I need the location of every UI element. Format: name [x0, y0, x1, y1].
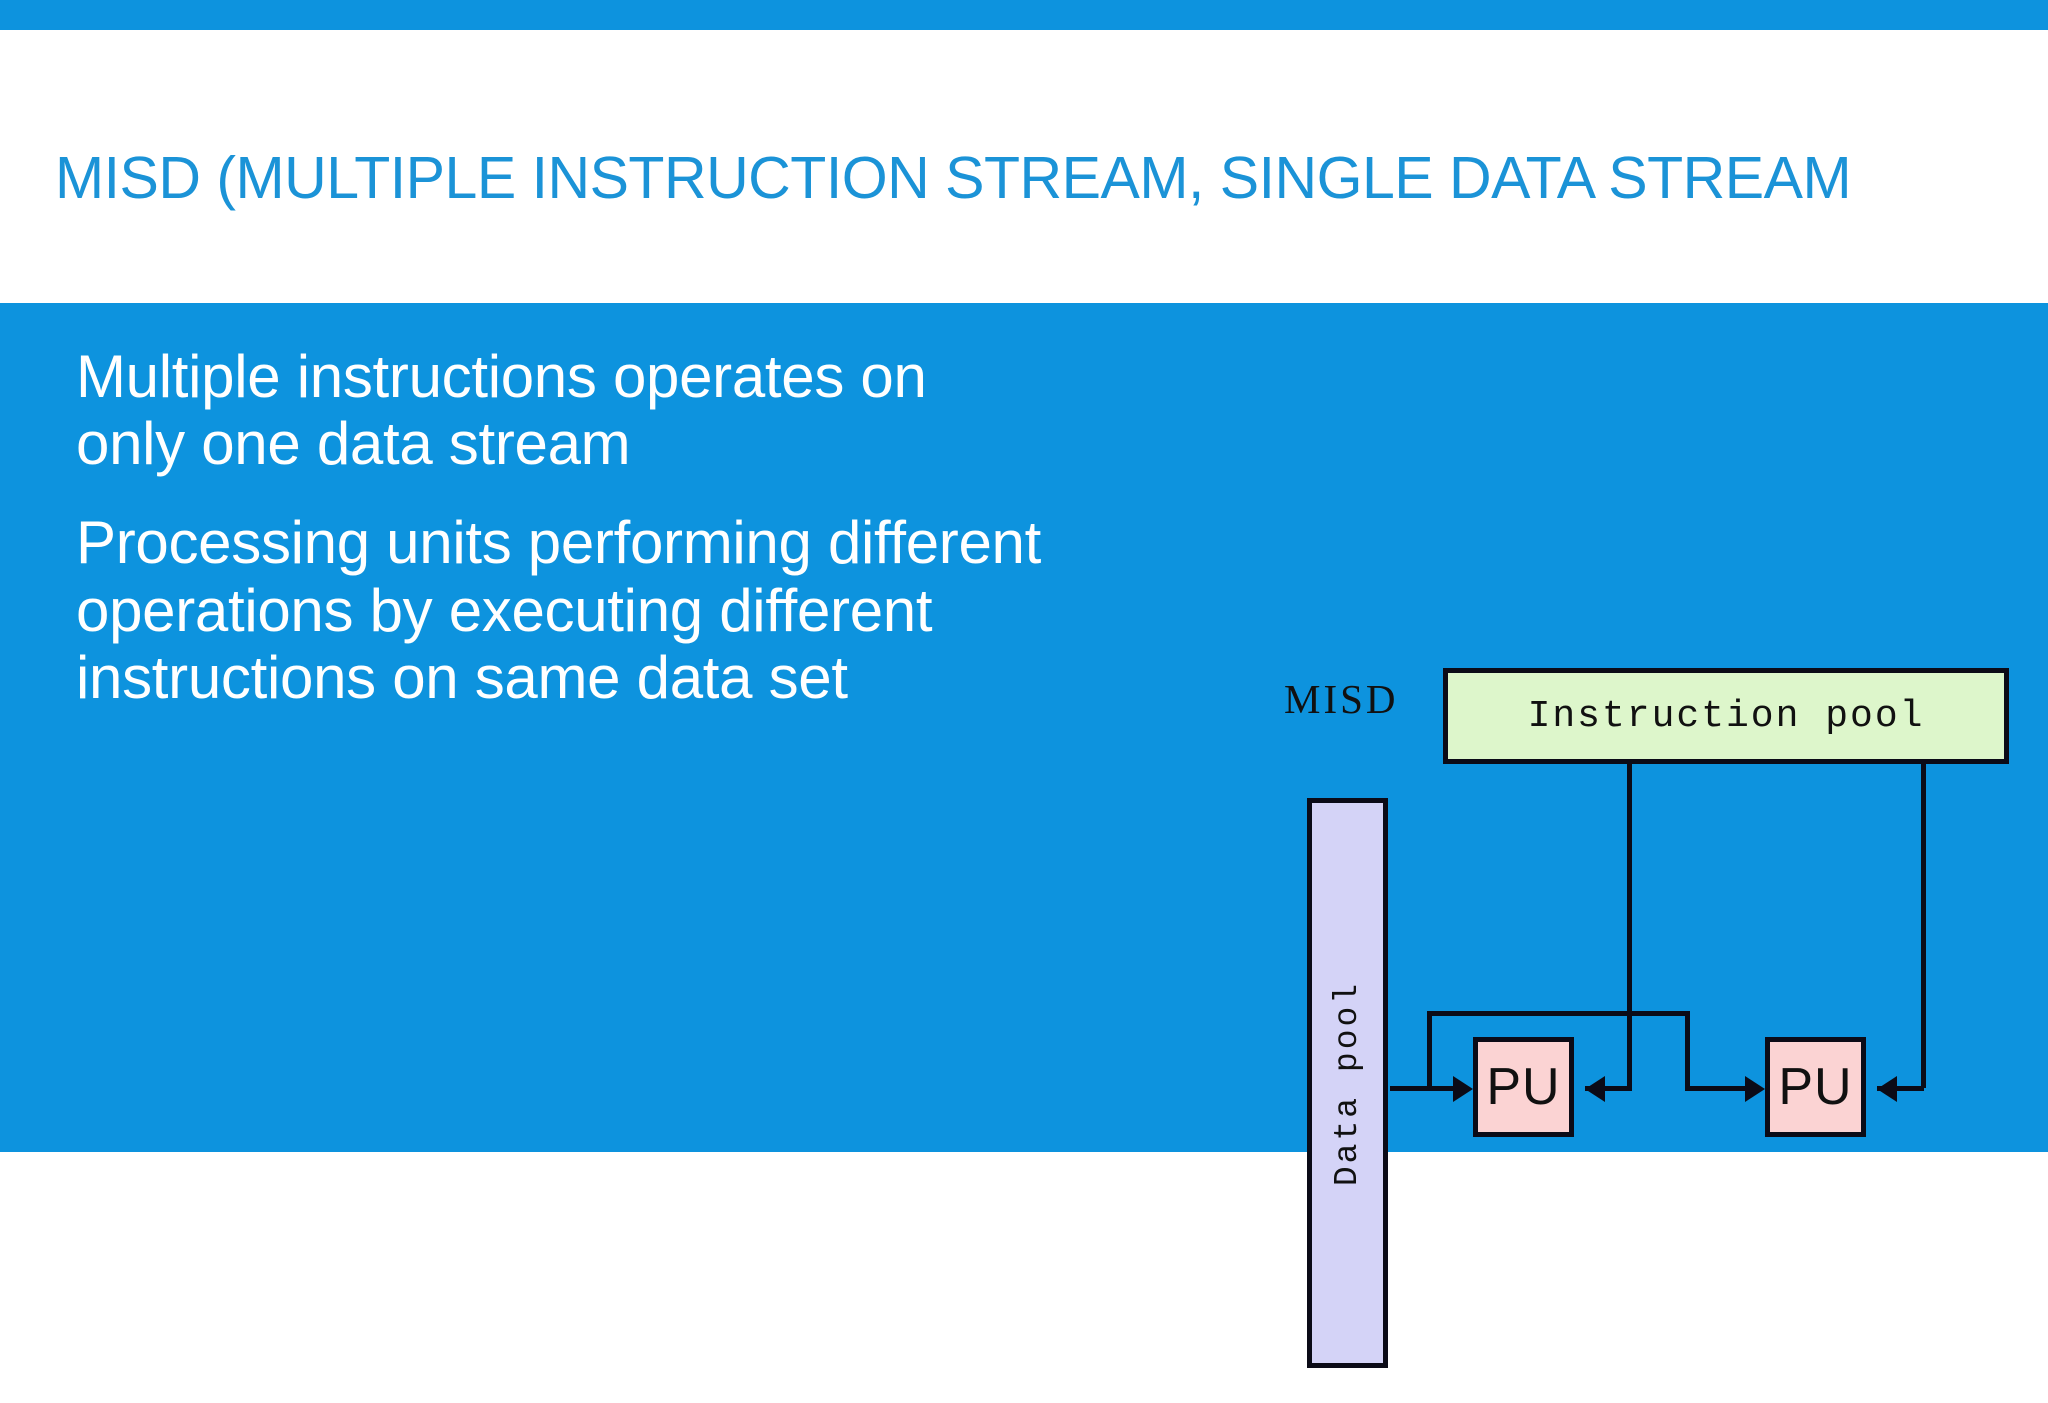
pu2-instruction-wire	[1877, 1086, 1924, 1091]
data-pool-label: Data pool	[1329, 980, 1367, 1186]
title-band: MISD (MULTIPLE INSTRUCTION STREAM, SINGL…	[0, 30, 2048, 303]
pu1-instruction-wire	[1585, 1086, 1632, 1091]
body-text-block: Multiple instructions operates on only o…	[76, 343, 1256, 743]
diagram-model-label: MISD	[1284, 676, 1399, 722]
data-bus-left-drop	[1427, 1011, 1432, 1088]
data-bus-right-drop	[1685, 1011, 1690, 1088]
page-title: MISD (MULTIPLE INSTRUCTION STREAM, SINGL…	[55, 145, 1852, 211]
arrowhead-instruction-to-pu1	[1585, 1076, 1605, 1102]
pu2-data-wire	[1685, 1086, 1757, 1091]
instruction-pool-box: Instruction pool	[1443, 668, 2009, 764]
arrowhead-instruction-to-pu2	[1877, 1076, 1897, 1102]
instruction-wire-right	[1921, 764, 1926, 1088]
processing-unit-1-box: PU	[1473, 1037, 1574, 1137]
instruction-pool-label: Instruction pool	[1527, 694, 1925, 738]
processing-unit-2-label: PU	[1778, 1058, 1853, 1116]
misd-architecture-diagram: MISD Instruction pool Data pool PU PU	[1280, 643, 2040, 1403]
body-paragraph-2: Processing units performing different op…	[76, 509, 1041, 711]
processing-unit-2-box: PU	[1765, 1037, 1866, 1137]
data-pool-box: Data pool	[1307, 798, 1388, 1368]
body-paragraph-1: Multiple instructions operates on only o…	[76, 343, 927, 478]
arrowhead-data-to-pu2	[1745, 1076, 1765, 1102]
instruction-wire-left	[1627, 764, 1632, 1088]
slide-canvas: MISD (MULTIPLE INSTRUCTION STREAM, SINGL…	[0, 0, 2048, 1368]
slide-body: Multiple instructions operates on only o…	[0, 303, 2048, 1368]
processing-unit-1-label: PU	[1486, 1058, 1561, 1116]
top-accent-bar	[0, 0, 2048, 30]
data-pool-feed-wire	[1390, 1086, 1465, 1091]
data-bus-horizontal	[1427, 1011, 1690, 1016]
arrowhead-data-to-pu1	[1453, 1076, 1473, 1102]
